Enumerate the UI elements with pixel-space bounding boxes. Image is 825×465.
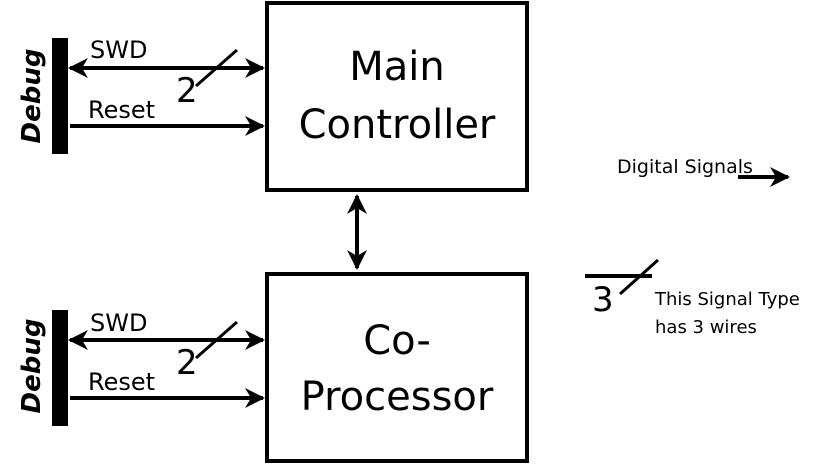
legend-wire-desc-line1: This Signal Type [654, 289, 800, 310]
legend-wire-slash [618, 258, 660, 296]
wire-count-slash-bottom [195, 320, 238, 360]
swd-label-bottom: SWD [90, 309, 147, 337]
legend-wire-count: 3 [592, 280, 614, 320]
swd-wire-count-top: 2 [176, 71, 198, 111]
debug-bar-bottom [52, 310, 68, 426]
reset-label-top: Reset [88, 96, 155, 124]
main-controller-label-line1: Main [349, 44, 445, 90]
debug-port-bottom: Debug SWD 2 Reset [17, 309, 265, 426]
debug-label-top: Debug [17, 49, 47, 144]
legend-digital-signals-label: Digital Signals [617, 156, 753, 178]
swd-wire-count-bottom: 2 [176, 343, 198, 383]
debug-bar-top [52, 38, 68, 154]
legend-wire-desc-line2: has 3 wires [655, 317, 757, 338]
co-processor-block: Co- Processor [265, 272, 529, 463]
co-processor-label-line1: Co- [363, 318, 431, 364]
main-controller-block: Main Controller [265, 1, 529, 192]
co-processor-label-line2: Processor [301, 374, 494, 420]
main-controller-label-line2: Controller [299, 102, 496, 148]
swd-label-top: SWD [90, 36, 147, 64]
debug-label-bottom: Debug [17, 319, 47, 414]
wire-count-slash-top [195, 48, 238, 88]
debug-port-top: Debug SWD 2 Reset [17, 36, 265, 154]
reset-label-bottom: Reset [88, 368, 155, 396]
legend: Digital Signals 3 This Signal Type has 3… [585, 156, 800, 338]
